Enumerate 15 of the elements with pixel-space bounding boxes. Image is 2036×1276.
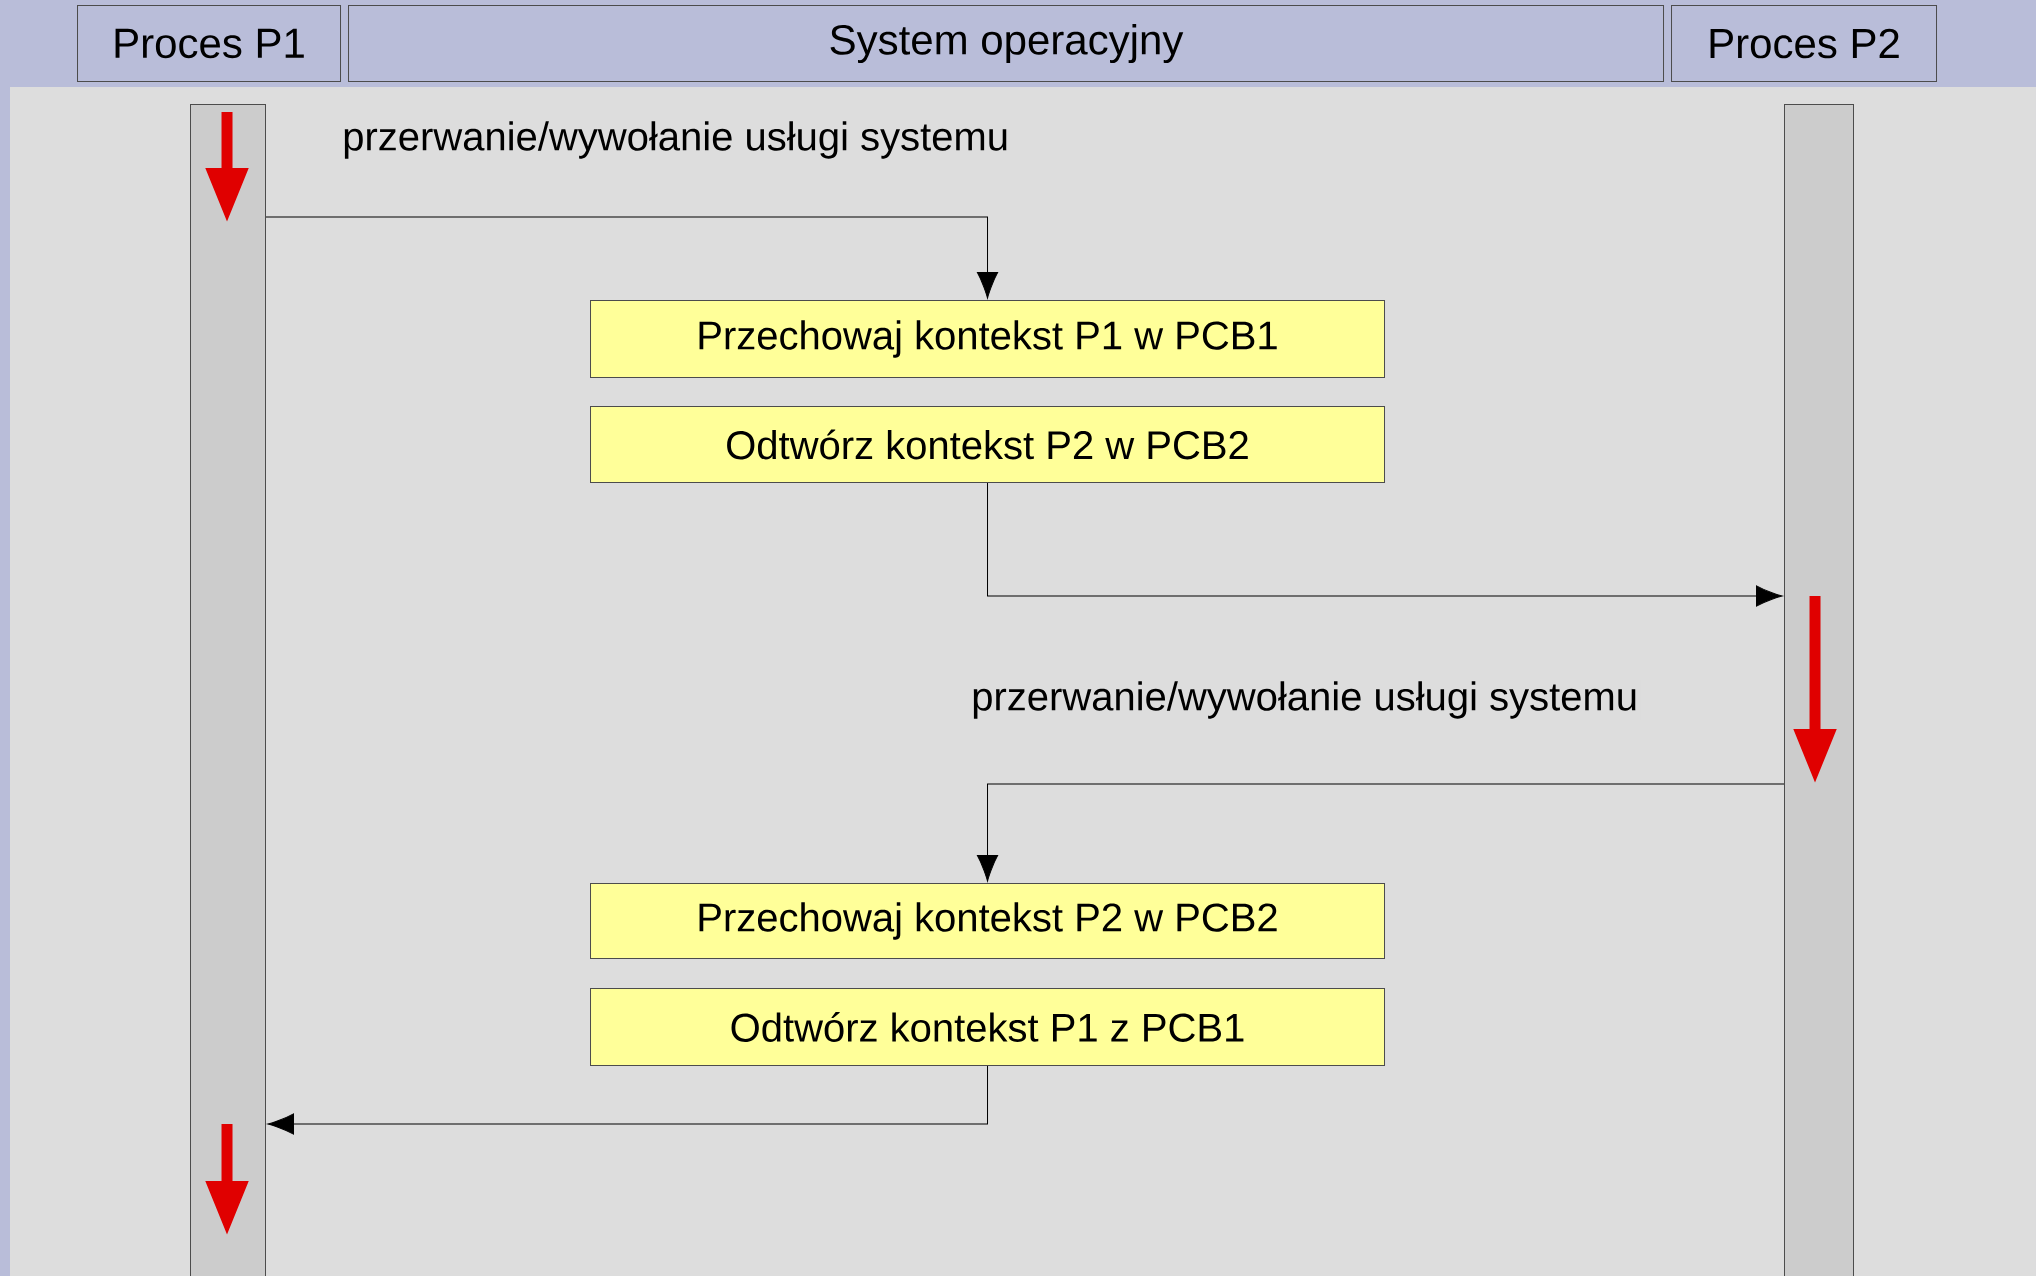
- arrow: [987, 482, 1783, 607]
- lane-header: System operacyjny: [348, 5, 1664, 82]
- process-box: Odtwórz kontekst P1 z PCB1: [590, 988, 1385, 1066]
- process-box: Przechowaj kontekst P1 w PCB1: [590, 300, 1385, 378]
- arrow: [265, 216, 999, 299]
- arrow: [976, 783, 1785, 882]
- lifeline-bar: [190, 104, 266, 1276]
- lifeline-bar: [1784, 104, 1854, 1276]
- process-box: Odtwórz kontekst P2 w PCB2: [590, 406, 1385, 483]
- arrow: [267, 1065, 988, 1135]
- edge-label: przerwanie/wywołanie usługi systemu: [340, 119, 1012, 161]
- lane-header: Proces P2: [1671, 5, 1937, 82]
- lane-header: Proces P1: [77, 5, 341, 82]
- edge-label: przerwanie/wywołanie usługi systemu: [969, 679, 1641, 721]
- process-box: Przechowaj kontekst P2 w PCB2: [590, 883, 1385, 959]
